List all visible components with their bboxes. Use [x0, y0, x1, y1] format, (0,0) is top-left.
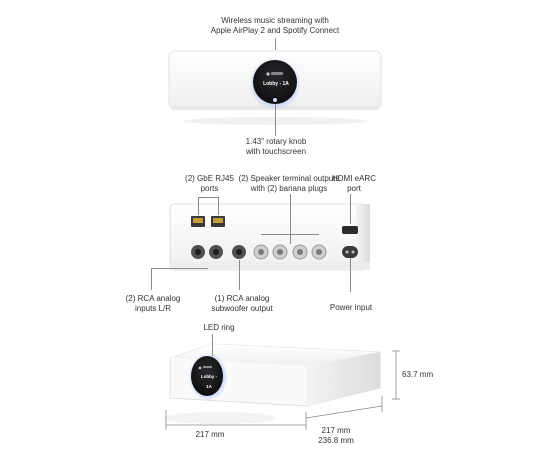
rotary-knob[interactable]	[253, 60, 297, 104]
leader-line	[151, 268, 152, 290]
knob-label: 1.43" rotary knob with touchscreen	[245, 137, 307, 156]
sub-label: (1) RCA analog subwoofer output	[211, 294, 273, 313]
side-view	[164, 343, 400, 430]
hdmi-port[interactable]	[342, 226, 358, 234]
leader-line	[198, 197, 199, 215]
front-view	[168, 50, 382, 125]
leader-line	[350, 258, 351, 292]
led-label: LED ring	[203, 323, 235, 332]
height-dimension: 63.7 mm	[402, 370, 434, 379]
leader-line	[261, 234, 319, 235]
width-dimension: 217 mm	[195, 430, 225, 439]
depth-dimension: 217 mm	[321, 426, 351, 435]
leader-line	[275, 38, 276, 50]
leader-line	[350, 194, 351, 224]
speaker-label: (2) Speaker terminal outputs with (2) ba…	[238, 174, 340, 193]
depth-total-dimension: 236.8 mm	[318, 436, 354, 445]
leader-line	[212, 334, 213, 356]
hdmi-label: HDMI eARC port	[331, 174, 376, 193]
leader-line	[275, 104, 276, 136]
leader-line	[218, 197, 219, 215]
leader-line	[290, 194, 291, 244]
leader-line	[151, 268, 208, 269]
rca-label: (2) RCA analog inputs L/R	[125, 294, 181, 313]
power-port[interactable]	[342, 246, 358, 258]
leader-line	[198, 197, 219, 198]
side-knob-screen-title: Lobby - 1A	[200, 374, 218, 389]
streaming-label: Wireless music streaming with Apple AirP…	[210, 16, 340, 35]
speaker-terminals[interactable]	[253, 244, 327, 260]
power-label: Power input	[329, 303, 373, 312]
knob-screen-title: Lobby - 1A	[263, 81, 289, 87]
side-knob[interactable]	[191, 356, 223, 396]
leader-line	[239, 260, 240, 290]
rear-view	[169, 203, 370, 271]
rj45-label: (2) GbE RJ45 ports	[185, 174, 234, 193]
